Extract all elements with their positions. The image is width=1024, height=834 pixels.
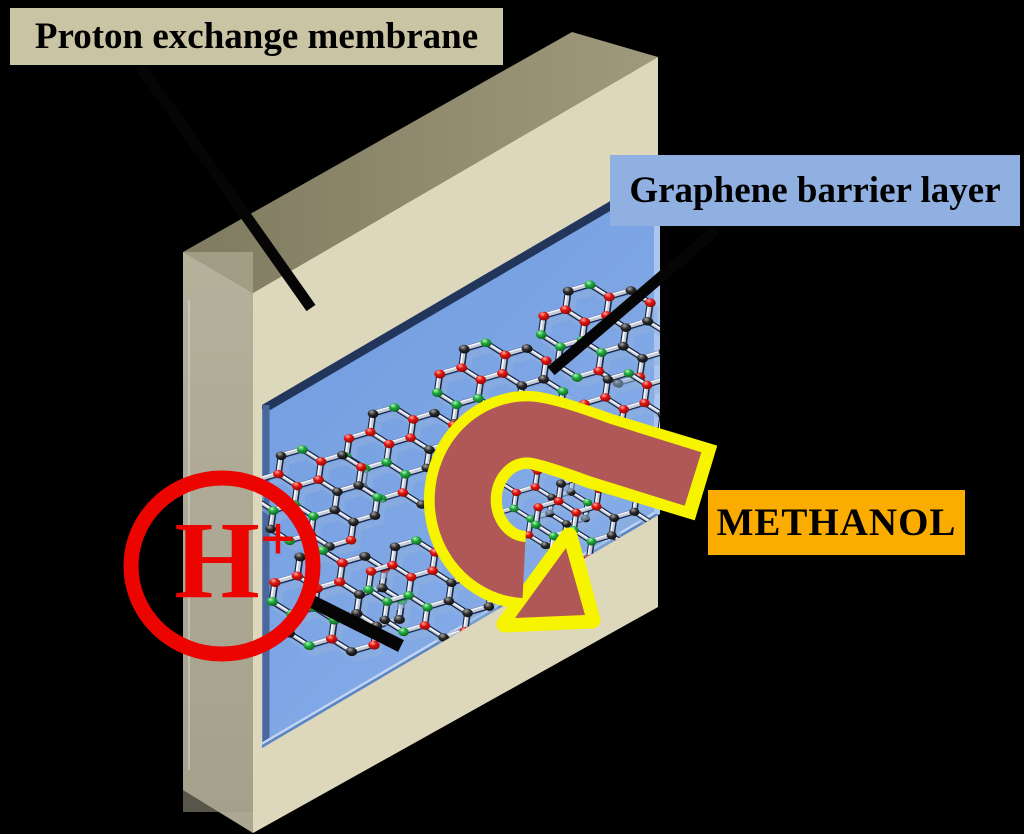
proton-charge-icon: +: [260, 503, 296, 574]
arrow-band: [434, 401, 702, 598]
prohibition-ring: [123, 470, 321, 662]
blocked-proton: H +: [123, 470, 321, 662]
membrane-top-face: [183, 32, 658, 293]
label-methanol-text: METHANOL: [716, 501, 957, 544]
label-membrane-text: Proton exchange membrane: [34, 16, 479, 57]
arrow-head: [515, 548, 585, 618]
proton-symbol: H: [174, 499, 260, 621]
methanol-uturn-arrow: [424, 390, 718, 633]
side-face-shading: [183, 252, 253, 812]
label-proton-exchange-membrane: Proton exchange membrane: [10, 8, 503, 65]
label-graphene-text: Graphene barrier layer: [629, 170, 1001, 211]
label-graphene-barrier-layer: Graphene barrier layer: [610, 155, 1020, 226]
pointer-line-graphene: [547, 225, 720, 376]
pointer-line-cluster: [304, 593, 404, 652]
pointer-line-membrane: [135, 62, 316, 312]
label-methanol: METHANOL: [708, 490, 965, 555]
